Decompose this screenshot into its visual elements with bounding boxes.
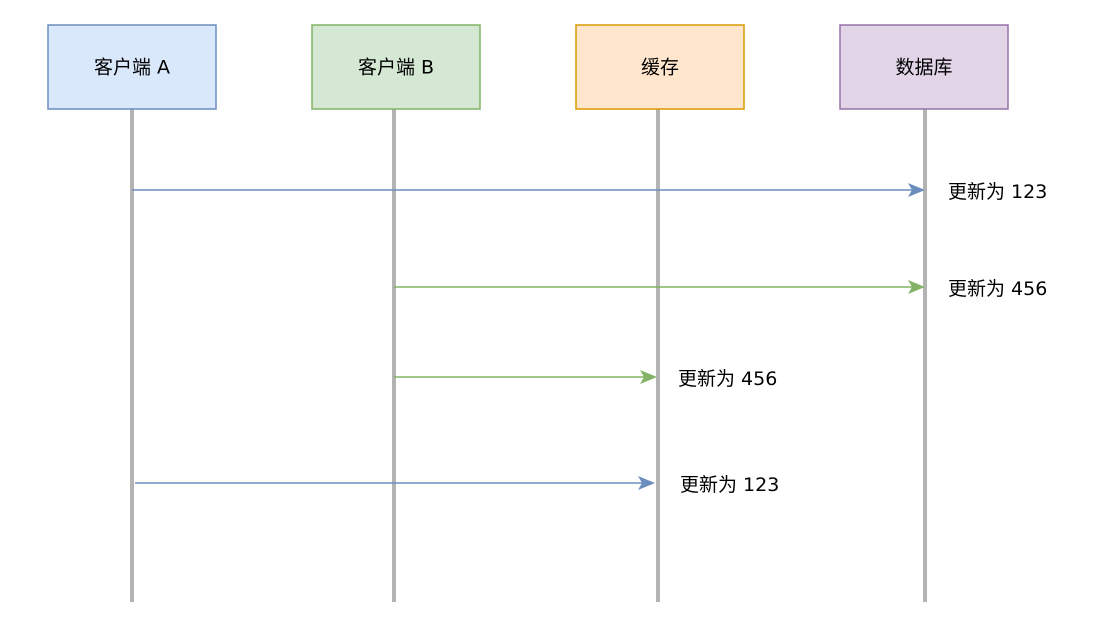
message-1: 更新为 123 <box>132 181 1047 203</box>
participant-label: 缓存 <box>641 57 679 79</box>
participant-database: 数据库 <box>839 24 1009 110</box>
message-label: 更新为 123 <box>948 181 1047 203</box>
participant-label: 数据库 <box>895 57 952 79</box>
message-label: 更新为 456 <box>948 278 1047 300</box>
arrowhead-icon <box>908 280 925 294</box>
participant-box <box>839 24 1009 110</box>
participant-label: 客户端 B <box>358 57 434 79</box>
message-4: 更新为 123 <box>135 474 779 496</box>
arrowhead-icon <box>640 370 657 384</box>
lifelines <box>130 109 927 602</box>
arrowhead-icon <box>638 476 655 490</box>
participant-client-b: 客户端 B <box>311 24 481 110</box>
arrowhead-icon <box>908 183 925 197</box>
message-2: 更新为 456 <box>394 278 1047 300</box>
participant-box <box>575 24 745 110</box>
participant-client-a: 客户端 A <box>47 24 217 110</box>
participant-label: 客户端 A <box>94 57 170 79</box>
message-label: 更新为 123 <box>680 474 779 496</box>
message-3: 更新为 456 <box>394 368 777 390</box>
participant-box <box>47 24 217 110</box>
participant-cache: 缓存 <box>575 24 745 110</box>
message-label: 更新为 456 <box>678 368 777 390</box>
messages: 更新为 123 更新为 456 更新为 456 更新为 123 <box>132 181 1047 496</box>
participants: 客户端 A 客户端 B 缓存 数据库 <box>47 24 1009 110</box>
participant-box <box>311 24 481 110</box>
